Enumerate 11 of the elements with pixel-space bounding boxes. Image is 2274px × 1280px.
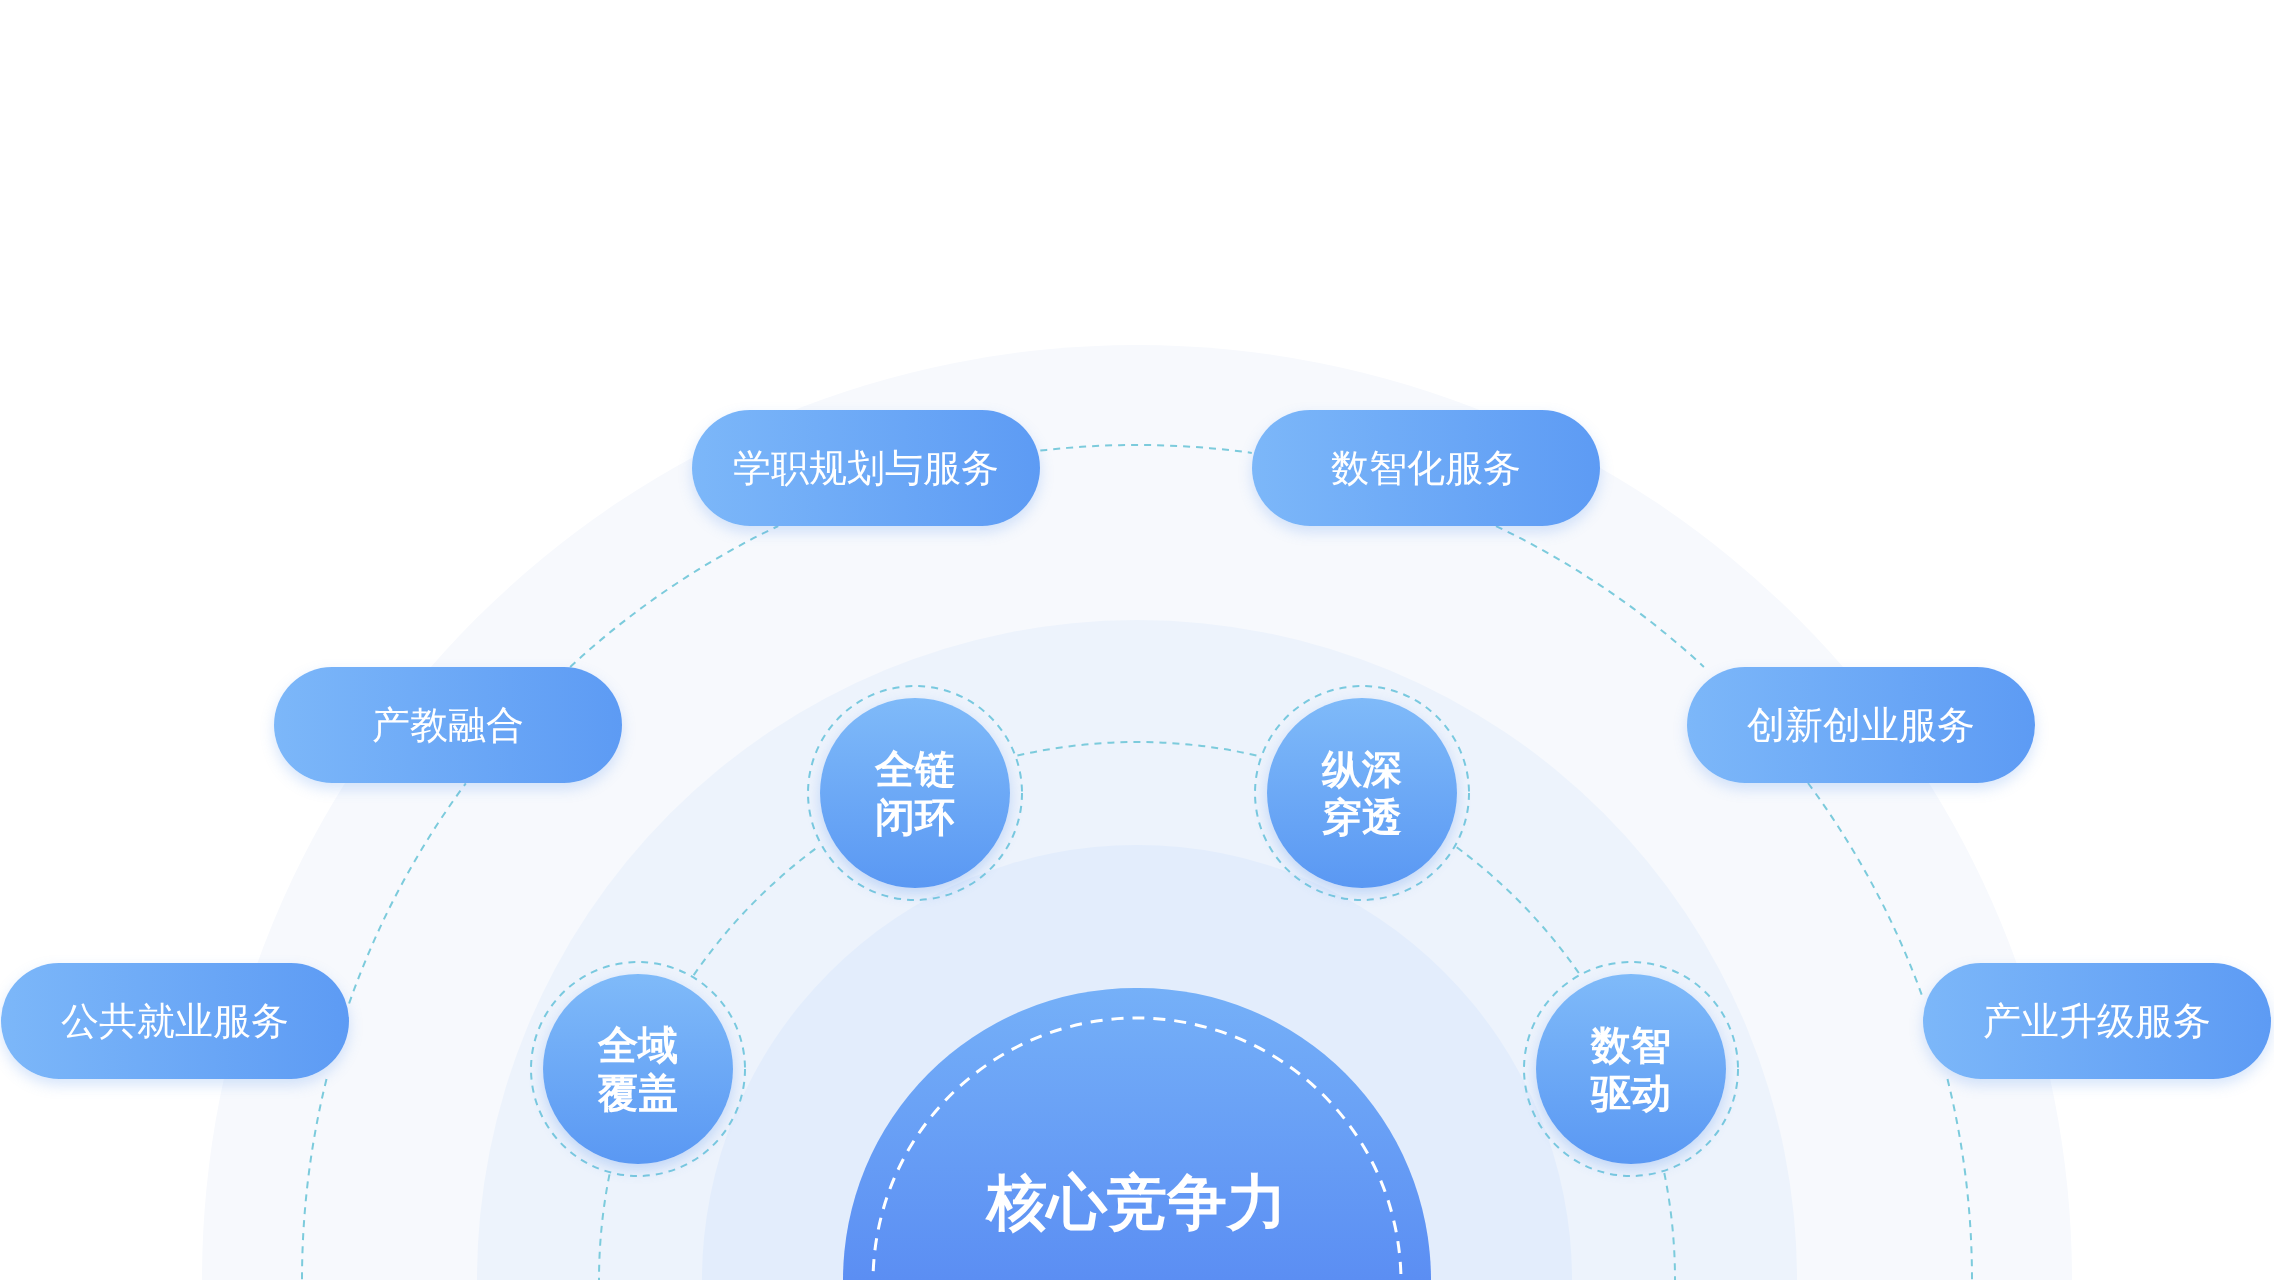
dashed-arc-connector (569, 525, 780, 668)
dashed-arc-connector (1455, 846, 1580, 974)
pill-label: 学职规划与服务 (692, 410, 1040, 526)
pill-label: 创新创业服务 (1687, 667, 2035, 783)
pill-label: 产业升级服务 (1923, 963, 2271, 1079)
pill-label: 数智化服务 (1252, 410, 1600, 526)
dashed-arc-connector (1495, 525, 1705, 668)
dashed-arc-connector (1039, 444, 1253, 454)
pill-label: 产教融合 (274, 667, 622, 783)
dashed-arc-connector (348, 782, 467, 1005)
pill-label: 公共就业服务 (1, 963, 349, 1079)
